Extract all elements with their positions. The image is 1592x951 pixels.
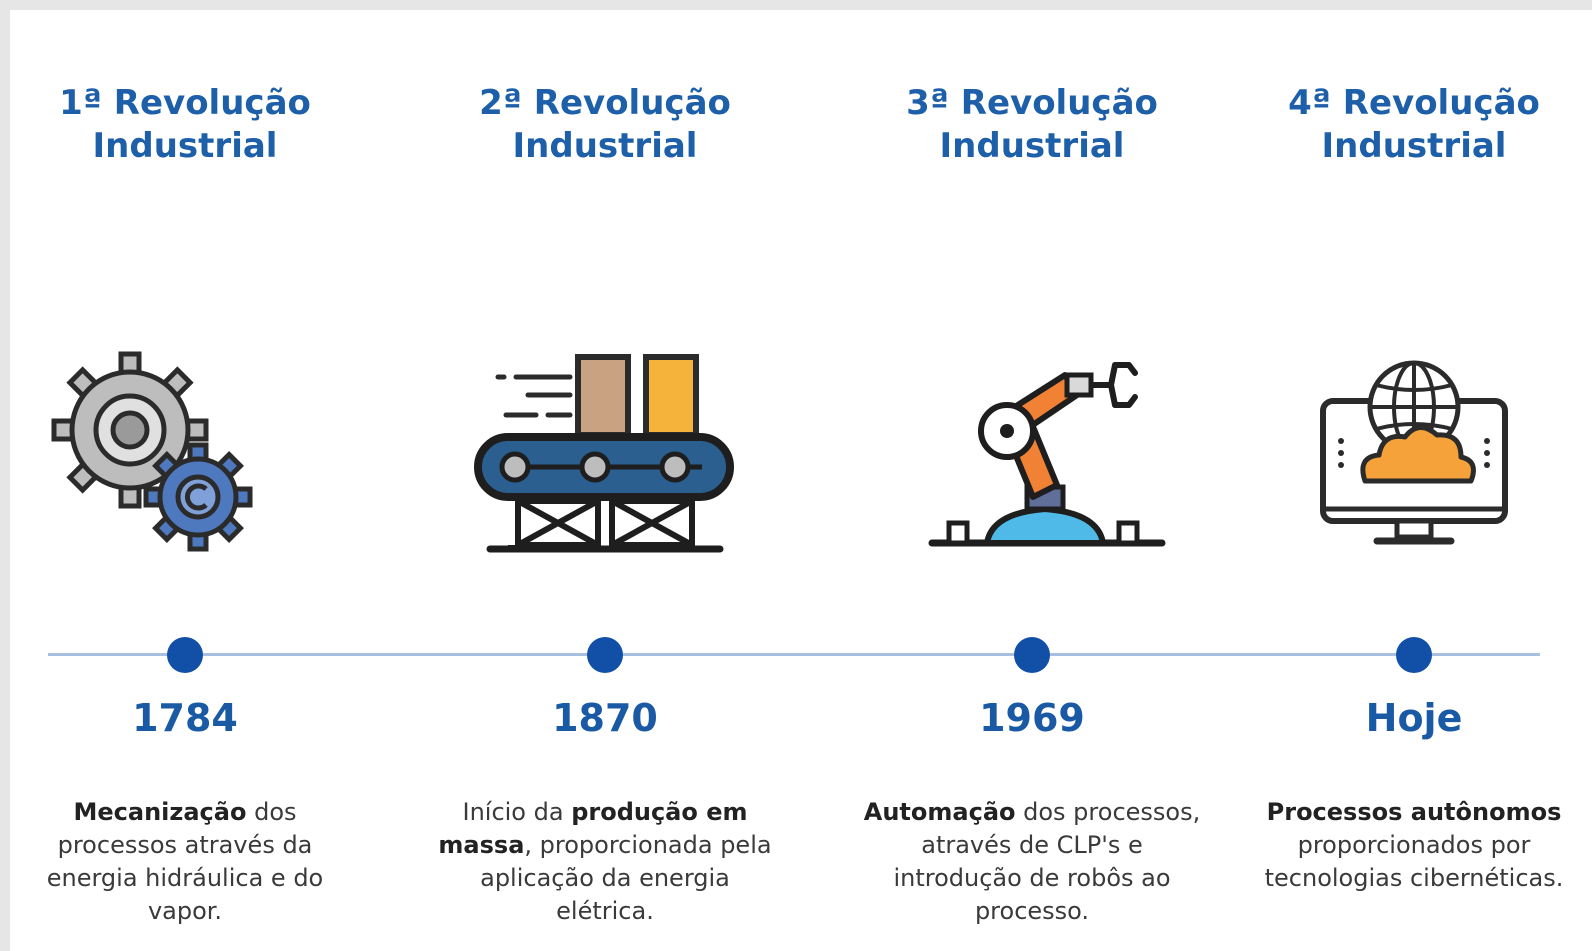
- era-title-line2: Industrial: [92, 126, 278, 166]
- era-title-line2: Industrial: [939, 126, 1125, 166]
- timeline-dot-1969: [1014, 637, 1050, 673]
- conveyor-belt-icon: [470, 345, 740, 565]
- timeline-dot-1870: [587, 637, 623, 673]
- description-text: dos processos, através de CLP's e introd…: [893, 798, 1201, 925]
- era-year: 1870: [552, 696, 658, 740]
- era-2: 2ª Revolução Industrial: [435, 10, 775, 951]
- era-title: 2ª Revolução Industrial: [435, 82, 775, 168]
- era-title-line2: Industrial: [1321, 126, 1507, 166]
- cloud-computer-icon: [1279, 345, 1549, 565]
- era-year: Hoje: [1365, 696, 1463, 740]
- robotic-arm-icon: [897, 345, 1167, 565]
- description-highlight: Automação: [863, 798, 1016, 826]
- era-description: Processos autônomos proporcionados por t…: [1244, 796, 1584, 895]
- description-text: proporcionados por tecnologias cibernéti…: [1264, 831, 1564, 892]
- era-description: Mecanização dos processos através da ene…: [15, 796, 355, 928]
- description-highlight: Mecanização: [73, 798, 247, 826]
- era-3: 3ª Revolução Industrial 1969 Au: [862, 10, 1202, 951]
- era-4: 4ª Revolução Industrial: [1244, 10, 1584, 951]
- gears-icon: [50, 345, 320, 565]
- timeline-dot-1784: [167, 637, 203, 673]
- era-title: 4ª Revolução Industrial: [1244, 82, 1584, 168]
- description-text: Início da: [462, 798, 572, 826]
- era-description: Automação dos processos, através de CLP'…: [862, 796, 1202, 928]
- description-text: dos processos através da energia hidrául…: [46, 798, 324, 925]
- timeline-line: [48, 653, 1540, 656]
- description-highlight: Processos autônomos: [1266, 798, 1562, 826]
- era-title-line1: 1ª Revolução: [59, 83, 311, 123]
- era-title: 1ª Revolução Industrial: [15, 82, 355, 168]
- era-1: 1ª Revolução Industrial: [15, 10, 355, 951]
- description-highlight: produção em massa: [438, 798, 748, 859]
- era-description: Início da produção em massa, proporciona…: [435, 796, 775, 928]
- era-title-line1: 3ª Revolução: [906, 83, 1158, 123]
- era-title: 3ª Revolução Industrial: [862, 82, 1202, 168]
- timeline-page: 1ª Revolução Industrial: [10, 10, 1592, 951]
- description-text: , proporcionada pela aplicação da energi…: [480, 831, 772, 925]
- era-year: 1784: [132, 696, 238, 740]
- era-title-line1: 2ª Revolução: [479, 83, 731, 123]
- era-year: 1969: [979, 696, 1085, 740]
- era-title-line2: Industrial: [512, 126, 698, 166]
- timeline-dot-hoje: [1396, 637, 1432, 673]
- era-title-line1: 4ª Revolução: [1288, 83, 1540, 123]
